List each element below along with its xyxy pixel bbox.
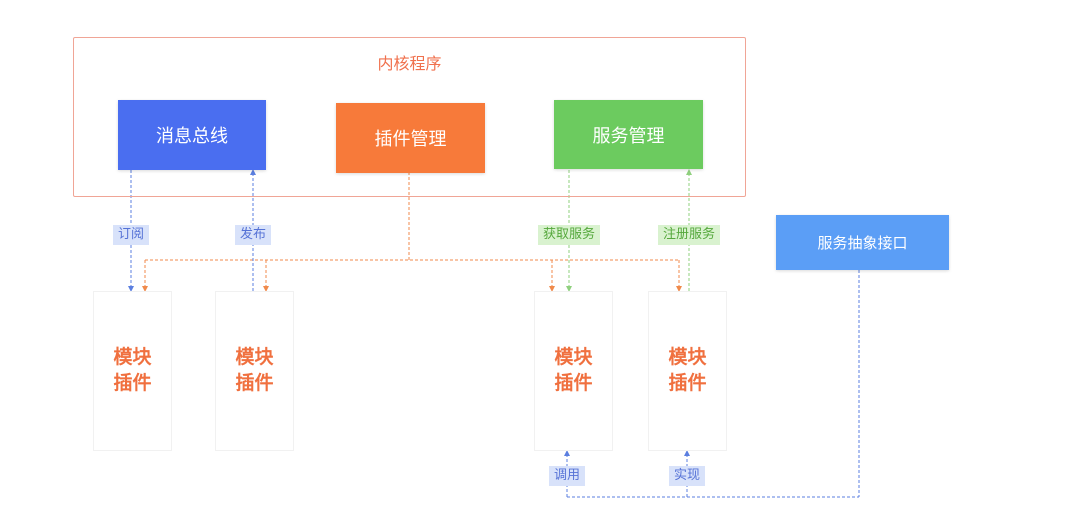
get-service-label: 获取服务 [537, 225, 601, 245]
kernel-program-container: 内核程序 [73, 37, 746, 197]
message-bus-box: 消息总线 [118, 100, 266, 170]
module-line2: 插件 [668, 372, 707, 394]
service-manager-box: 服务管理 [554, 100, 703, 169]
subscribe-label: 订阅 [112, 225, 150, 245]
service-abstract-interface-box: 服务抽象接口 [776, 215, 949, 270]
kernel-title: 内核程序 [377, 54, 442, 73]
publish-label: 发布 [234, 225, 272, 245]
module-plugin-3: 模块 插件 [534, 291, 613, 451]
module-plugin-1: 模块 插件 [93, 291, 172, 451]
module-line2: 插件 [554, 372, 593, 394]
module-plugin-label: 模块 插件 [649, 344, 726, 396]
implement-label: 实现 [668, 466, 706, 486]
module-plugin-4: 模块 插件 [648, 291, 727, 451]
module-line1: 模块 [235, 346, 274, 368]
plugin-manager-box: 插件管理 [336, 103, 485, 173]
plugin-manager-links [142, 172, 682, 292]
module-plugin-label: 模块 插件 [94, 344, 171, 396]
module-line2: 插件 [235, 372, 274, 394]
module-plugin-2: 模块 插件 [215, 291, 294, 451]
module-plugin-label: 模块 插件 [535, 344, 612, 396]
module-line2: 插件 [113, 372, 152, 394]
module-line1: 模块 [668, 346, 707, 368]
module-line1: 模块 [113, 346, 152, 368]
register-service-label: 注册服务 [657, 225, 721, 245]
module-line1: 模块 [554, 346, 593, 368]
call-label: 调用 [548, 466, 586, 486]
module-plugin-label: 模块 插件 [216, 344, 293, 396]
